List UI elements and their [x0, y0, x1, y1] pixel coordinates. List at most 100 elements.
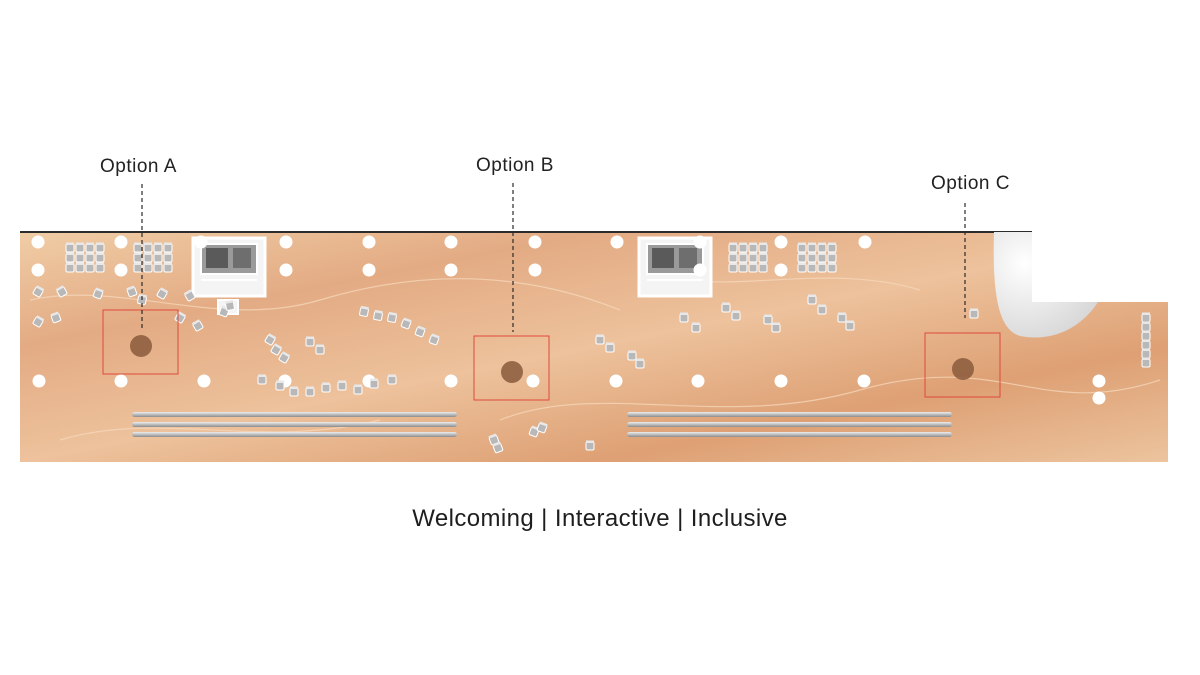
chair-back	[838, 312, 846, 315]
chair	[845, 320, 855, 331]
chair-back	[808, 262, 816, 265]
chair-seat	[143, 253, 153, 263]
chair	[528, 425, 540, 438]
chair	[163, 242, 173, 253]
chair	[1141, 321, 1151, 332]
chair-seat	[807, 263, 817, 273]
chair-back	[1142, 339, 1150, 342]
chair-seat	[585, 441, 595, 451]
chair	[763, 314, 773, 325]
chair-seat	[748, 243, 758, 253]
chair-back	[96, 252, 104, 255]
column	[774, 374, 788, 388]
chair-back	[1142, 348, 1150, 351]
chair	[837, 312, 847, 323]
chair-back	[268, 333, 277, 340]
chair-seat	[163, 263, 173, 273]
column	[197, 374, 211, 388]
chair-back	[164, 252, 172, 255]
chair	[414, 325, 426, 338]
chair-seat	[728, 263, 738, 273]
chair-back	[322, 382, 330, 385]
column	[526, 374, 540, 388]
chair-seat	[605, 343, 615, 353]
chair-back	[66, 252, 74, 255]
chair	[771, 322, 781, 333]
chair	[85, 252, 95, 263]
chair	[585, 440, 595, 451]
chair	[807, 252, 817, 263]
chair-back	[818, 262, 826, 265]
chair	[183, 289, 196, 302]
chair-back	[183, 289, 192, 296]
chair-back	[586, 440, 594, 443]
chair-back	[818, 252, 826, 255]
chair-seat	[771, 323, 781, 333]
chair-back	[370, 378, 378, 381]
chair-seat	[1141, 322, 1151, 332]
column	[31, 263, 45, 277]
chair-seat	[837, 313, 847, 323]
chair	[748, 252, 758, 263]
chair	[387, 311, 397, 323]
long-bench	[132, 432, 457, 437]
chair-seat	[95, 253, 105, 263]
option-b-label: Option B	[476, 155, 554, 176]
chair	[289, 386, 299, 397]
chair-seat	[1141, 313, 1151, 323]
chair	[92, 287, 104, 300]
column	[31, 235, 45, 249]
chair	[315, 344, 325, 355]
chair	[492, 441, 504, 454]
column	[609, 374, 623, 388]
option-marker-box	[473, 335, 550, 401]
chair-back	[417, 325, 426, 331]
chair-seat	[817, 263, 827, 273]
chair-back	[138, 293, 147, 298]
chair-seat	[728, 253, 738, 263]
chair-seat	[353, 385, 363, 395]
chair-seat	[807, 295, 817, 305]
chair	[595, 334, 605, 345]
chair-back	[154, 252, 162, 255]
chair	[95, 252, 105, 263]
chair	[758, 242, 768, 253]
chair	[156, 287, 169, 300]
column	[194, 235, 208, 249]
chair-back	[749, 242, 757, 245]
chair-back	[76, 252, 84, 255]
chair	[50, 311, 62, 324]
chair-back	[258, 374, 266, 377]
chair-back	[374, 309, 383, 314]
chair-seat	[827, 263, 837, 273]
chair-back	[178, 311, 187, 318]
chair	[728, 252, 738, 263]
chair-seat	[75, 253, 85, 263]
column	[362, 235, 376, 249]
chair-back	[55, 285, 64, 292]
chair	[817, 252, 827, 263]
chair-back	[36, 315, 45, 322]
void-area	[993, 232, 1098, 338]
chair-back	[1142, 312, 1150, 315]
chair-back	[606, 342, 614, 345]
chair	[225, 299, 235, 311]
chair-back	[354, 384, 362, 387]
chair-back	[126, 285, 135, 291]
tagline: Welcoming | Interactive | Inclusive	[412, 505, 788, 532]
chair	[679, 312, 689, 323]
chair	[353, 384, 363, 395]
chair	[1141, 312, 1151, 323]
chair	[428, 333, 440, 346]
chair-seat	[758, 253, 768, 263]
chair	[65, 252, 75, 263]
chair-back	[732, 310, 740, 313]
chair-back	[596, 334, 604, 337]
chair-seat	[143, 243, 153, 253]
chair-seat	[305, 337, 315, 347]
chair-back	[282, 351, 291, 358]
chair-back	[772, 322, 780, 325]
chair	[337, 380, 347, 391]
floor-veining	[29, 269, 1161, 441]
column	[610, 235, 624, 249]
